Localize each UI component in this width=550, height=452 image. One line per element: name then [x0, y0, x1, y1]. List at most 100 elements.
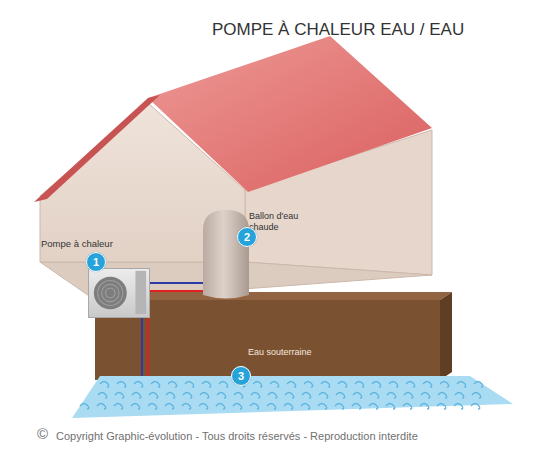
text-holder: Eau souterraine	[248, 347, 338, 358]
wave-stroke	[474, 382, 483, 388]
wave-stroke	[387, 393, 396, 399]
wave-stroke	[251, 393, 260, 399]
wave-stroke	[355, 382, 364, 388]
copyright-caption: Copyright Graphic-évolution - Tous droit…	[56, 430, 418, 442]
wave-stroke	[115, 393, 124, 399]
wave-stroke	[369, 404, 378, 410]
wave-stroke	[471, 404, 480, 410]
fan-ring	[102, 284, 119, 301]
pipe	[150, 290, 203, 292]
wave-stroke	[437, 404, 446, 410]
wave-stroke	[472, 393, 481, 399]
wave-stroke	[403, 404, 412, 410]
wave-stroke	[454, 404, 463, 410]
roof-right	[148, 36, 432, 192]
part-label: Pompe à chaleur	[41, 238, 151, 250]
wave-stroke	[148, 404, 157, 410]
pump-fan	[89, 269, 149, 317]
wave-stroke	[440, 382, 449, 388]
wave-stroke	[319, 393, 328, 399]
text-holder: 3	[231, 366, 253, 386]
roof-left	[34, 95, 160, 202]
fan-ring	[98, 281, 123, 306]
ground-side	[440, 292, 452, 380]
wave-stroke	[97, 404, 106, 410]
wave-stroke	[183, 393, 192, 399]
copyright-symbol: ©	[37, 425, 48, 442]
wave-stroke	[285, 393, 294, 399]
part-label: Eau souterraine	[248, 347, 338, 358]
wave-stroke	[185, 382, 194, 388]
wave-stroke	[353, 393, 362, 399]
wave-stroke	[117, 382, 126, 388]
wave-stroke	[166, 393, 175, 399]
fan-grille	[94, 277, 127, 310]
wave-stroke	[114, 404, 123, 410]
wave-stroke	[98, 393, 107, 399]
wave-pattern	[80, 382, 483, 410]
wave-stroke	[100, 382, 109, 388]
wave-stroke	[219, 382, 228, 388]
wave-stroke	[304, 382, 313, 388]
wave-stroke	[321, 382, 330, 388]
pipe	[141, 318, 143, 376]
hot-water-tank: Ballon d'eau chaude2	[203, 210, 249, 300]
wave-stroke	[233, 404, 242, 410]
wave-stroke	[318, 404, 327, 410]
wave-stroke	[151, 382, 160, 388]
groundwater-layer: Eau souterraine3	[70, 376, 515, 418]
fan-ring	[105, 288, 115, 298]
heat-pump-unit: Pompe à chaleur1	[88, 268, 150, 318]
tank-shape	[203, 210, 249, 300]
wave-stroke	[284, 404, 293, 410]
wave-stroke	[338, 382, 347, 388]
wave-stroke	[335, 404, 344, 410]
wave-stroke	[182, 404, 191, 410]
water-band	[70, 376, 515, 418]
wave-stroke	[423, 382, 432, 388]
pump-side	[135, 271, 146, 314]
wave-stroke	[168, 382, 177, 388]
wave-stroke	[352, 404, 361, 410]
wave-stroke	[200, 393, 209, 399]
wave-stroke	[302, 393, 311, 399]
wave-stroke	[438, 393, 447, 399]
tank-body	[203, 210, 249, 299]
wave-stroke	[270, 382, 279, 388]
wave-stroke	[389, 382, 398, 388]
wave-stroke	[457, 382, 466, 388]
callout-number: 2	[237, 227, 257, 247]
callout-number: 1	[86, 252, 106, 272]
wave-stroke	[80, 404, 89, 410]
wave-stroke	[250, 404, 259, 410]
wave-stroke	[267, 404, 276, 410]
wave-stroke	[134, 382, 143, 388]
wave-stroke	[253, 382, 262, 388]
wave-stroke	[386, 404, 395, 410]
wave-stroke	[287, 382, 296, 388]
callout-number: 3	[231, 366, 251, 386]
pipe	[150, 282, 203, 284]
wave-stroke	[199, 404, 208, 410]
wave-stroke	[202, 382, 211, 388]
wave-stroke	[131, 404, 140, 410]
wave-stroke	[455, 393, 464, 399]
text-holder: 1	[86, 252, 108, 272]
wave-stroke	[216, 404, 225, 410]
wave-stroke	[132, 393, 141, 399]
wave-stroke	[421, 393, 430, 399]
wave-stroke	[370, 393, 379, 399]
wave-stroke	[372, 382, 381, 388]
water-body	[72, 376, 513, 418]
wave-stroke	[268, 393, 277, 399]
title: POMPE À CHALEUR EAU / EAU	[212, 20, 464, 40]
wave-stroke	[217, 393, 226, 399]
text-holder: Pompe à chaleur	[41, 238, 151, 250]
pipe	[147, 318, 149, 376]
wave-stroke	[301, 404, 310, 410]
wave-stroke	[149, 393, 158, 399]
wave-stroke	[234, 393, 243, 399]
wave-stroke	[165, 404, 174, 410]
wave-stroke	[404, 393, 413, 399]
